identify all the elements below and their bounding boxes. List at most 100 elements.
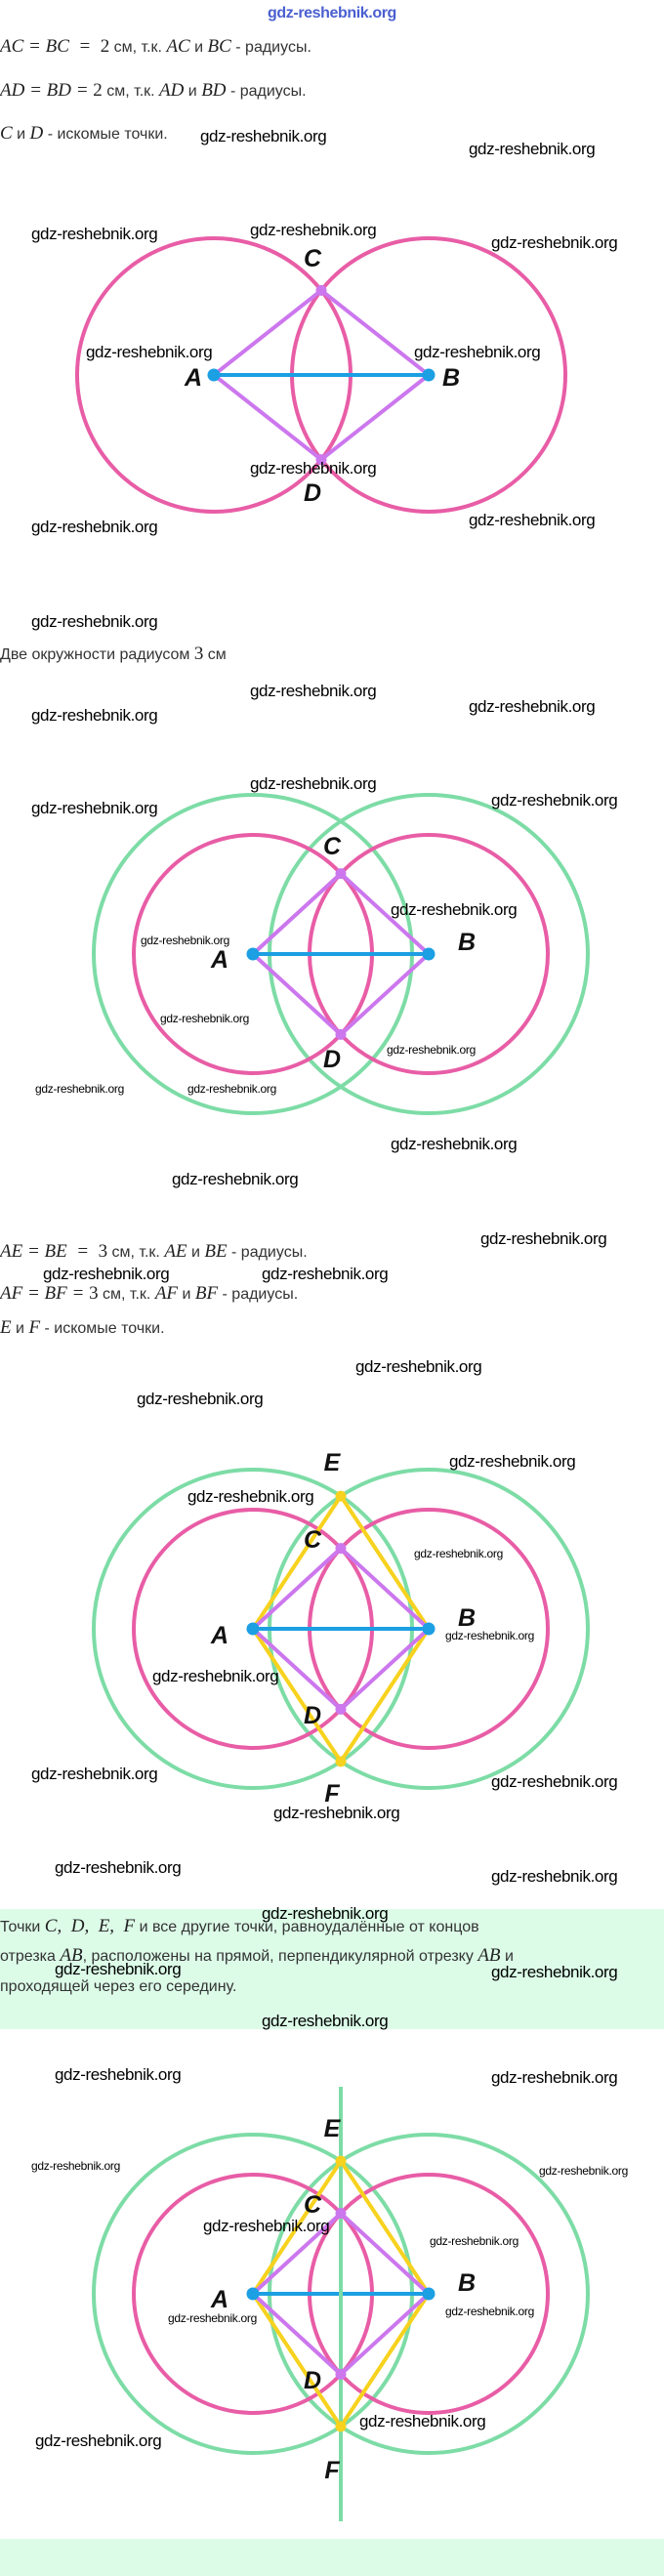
text-line-c-d: C и D - искомые точки. [0, 122, 168, 145]
text-line-ad-bd: AD = BD = 2 см, т.к. AD и BD - радиусы. [0, 79, 307, 103]
point-label-e: E [324, 2115, 342, 2142]
text-segment: Две окружности радиусом [0, 646, 194, 663]
watermark: gdz-reshebnik.org [391, 1135, 518, 1153]
point-d-dot [335, 2368, 347, 2380]
conclusion-line-2: отрезка AB, расположены на прямой, перпе… [0, 1944, 514, 1968]
watermark: gdz-reshebnik.org [355, 1357, 482, 1376]
math-segment: F [28, 1317, 41, 1338]
watermark: gdz-reshebnik.org [187, 1487, 314, 1506]
point-b-dot [422, 1622, 436, 1636]
text-segment: - радиусы. [226, 83, 307, 100]
watermark: gdz-reshebnik.org [55, 1960, 182, 1978]
text-segment: см [203, 646, 227, 663]
point-c-dot [335, 2208, 347, 2220]
math-segment: AE = BE = [0, 1241, 99, 1262]
conclusion-box [0, 1909, 664, 2029]
point-a-dot [207, 368, 221, 382]
conclusion-line-1: Точки C, D, E, F и все другие точки, рав… [0, 1915, 479, 1938]
point-label-b: B [458, 1604, 476, 1632]
point-label-a: A [210, 1622, 228, 1649]
watermark: gdz-reshebnik.org [491, 2068, 618, 2087]
watermark: gdz-reshebnik.org [359, 2412, 486, 2431]
text-segment: - радиусы. [227, 1244, 308, 1261]
point-label-f: F [324, 2457, 340, 2484]
math-segment: BF [194, 1283, 219, 1304]
watermark: gdz-reshebnik.org [262, 1904, 389, 1923]
point-label-c: C [304, 1526, 322, 1554]
watermark: gdz-reshebnik.org [250, 459, 377, 478]
header-watermark: gdz-reshebnik.org [268, 5, 396, 21]
text-segment: и [12, 126, 30, 143]
math-segment: C [0, 123, 13, 144]
conclusion-line-3: проходящей через его середину. [0, 1975, 236, 1999]
point-d-dot [335, 1703, 347, 1715]
point-b-dot [422, 368, 436, 382]
math-segment: BC [207, 36, 231, 57]
math-segment: AD = BD = [0, 80, 94, 101]
text-segment: - искомые точки. [40, 1320, 165, 1337]
watermark: gdz-reshebnik.org [539, 2164, 628, 2178]
point-label-f: F [324, 1780, 340, 1807]
point-label-b: B [458, 2269, 476, 2297]
watermark: gdz-reshebnik.org [55, 2065, 182, 2084]
watermark: gdz-reshebnik.org [152, 1667, 279, 1685]
watermark: gdz-reshebnik.org [491, 233, 618, 252]
point-label-d: D [304, 479, 321, 507]
watermark: gdz-reshebnik.org [250, 221, 377, 239]
point-label-d: D [323, 1046, 341, 1073]
watermark: gdz-reshebnik.org [262, 1265, 389, 1283]
text-segment: см, т.к. [107, 1244, 165, 1261]
math-segment: D [29, 123, 44, 144]
text-segment: см, т.к. [98, 1286, 155, 1303]
watermark: gdz-reshebnik.org [273, 1804, 400, 1822]
math-segment: AB [477, 1945, 501, 1966]
text-line-ae-be: AE = BE = 3 см, т.к. AE и BE - радиусы. [0, 1240, 308, 1264]
watermark: gdz-reshebnik.org [31, 1765, 158, 1783]
math-segment: AF [154, 1283, 179, 1304]
watermark: gdz-reshebnik.org [491, 791, 618, 810]
watermark: gdz-reshebnik.org [137, 1390, 264, 1408]
watermark: gdz-reshebnik.org [469, 511, 596, 529]
bottom-green-strip [0, 2539, 664, 2576]
point-label-b: B [442, 364, 460, 392]
math-segment: BD [201, 80, 227, 101]
math-segment: 3 [89, 1283, 99, 1304]
point-label-c: C [304, 245, 322, 272]
math-segment: 3 [193, 644, 204, 664]
text-segment: и [187, 1244, 205, 1261]
point-d-dot [315, 454, 327, 466]
watermark: gdz-reshebnik.org [35, 2431, 162, 2450]
point-e-dot [335, 2155, 347, 2167]
text-segment: и [500, 1948, 514, 1965]
point-c-dot [315, 284, 327, 296]
point-label-c: C [304, 2191, 322, 2219]
point-b-dot [422, 2287, 436, 2301]
watermark: gdz-reshebnik.org [445, 2305, 534, 2318]
point-label-d: D [304, 1702, 321, 1729]
math-segment: C, D, E, F [44, 1916, 136, 1936]
watermark: gdz-reshebnik.org [35, 1082, 124, 1096]
text-segment: и [184, 83, 202, 100]
watermark: gdz-reshebnik.org [469, 140, 596, 158]
point-b-dot [422, 947, 436, 961]
point-c-dot [335, 868, 347, 880]
math-segment: AB [60, 1945, 83, 1966]
watermark: gdz-reshebnik.org [160, 1012, 249, 1025]
point-label-d: D [304, 2367, 321, 2394]
point-label-e: E [324, 1449, 342, 1476]
text-segment: Точки [0, 1919, 45, 1935]
math-segment: AF = BF = [0, 1283, 90, 1304]
text-segment: см, т.к. [102, 83, 160, 100]
point-label-b: B [458, 929, 476, 956]
text-segment: и [178, 1286, 195, 1303]
watermark: gdz-reshebnik.org [43, 1265, 170, 1283]
text-segment: - радиусы. [230, 39, 311, 56]
point-e-dot [335, 1490, 347, 1502]
math-segment: AC [166, 36, 190, 57]
text-segment: - искомые точки. [43, 126, 168, 143]
point-label-a: A [184, 364, 202, 392]
watermark: gdz-reshebnik.org [491, 1772, 618, 1791]
point-a-dot [246, 2287, 260, 2301]
watermark: gdz-reshebnik.org [491, 1867, 618, 1886]
